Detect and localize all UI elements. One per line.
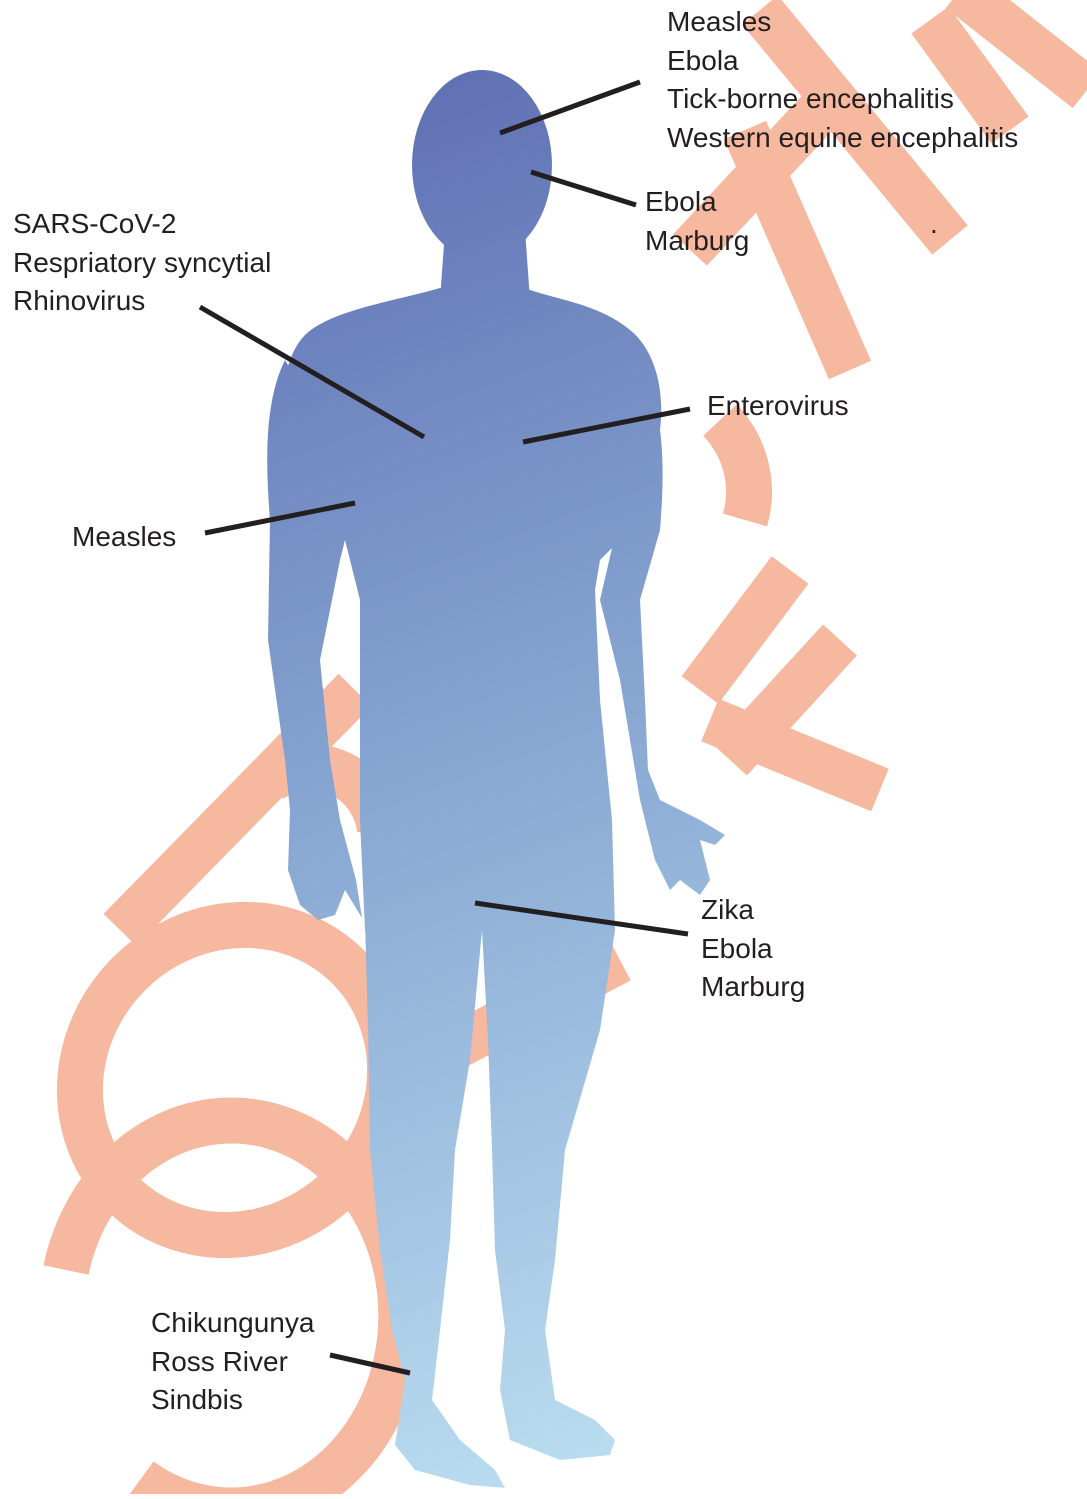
label-respiratory-line-2: Respriatory syncytial — [13, 244, 271, 283]
label-reproductive: Zika Ebola Marburg — [701, 891, 805, 1007]
label-head-top: Measles Ebola Tick-borne encephalitis We… — [667, 3, 1018, 157]
watermark-letter-o2 — [720, 420, 749, 520]
right-leg — [482, 930, 615, 1460]
label-head-eye-line-1: Ebola — [645, 183, 749, 222]
label-head-top-line-3: Tick-borne encephalitis — [667, 80, 1018, 119]
label-joints: Chikungunya Ross River Sindbis — [151, 1304, 314, 1420]
label-respiratory-line-3: Rhinovirus — [13, 282, 271, 321]
label-joints-line-3: Sindbis — [151, 1381, 314, 1420]
label-head-eye-line-2: Marburg — [645, 222, 749, 261]
label-head-eye: Ebola Marburg — [645, 183, 749, 260]
label-head-top-line-4: Western equine encephalitis — [667, 119, 1018, 158]
label-heart: Enterovirus — [707, 387, 849, 426]
label-joints-line-2: Ross River — [151, 1343, 314, 1382]
label-skin-line-1: Measles — [72, 518, 176, 557]
stray-mark: . — [930, 205, 938, 244]
label-head-top-line-2: Ebola — [667, 42, 1018, 81]
label-head-top-line-1: Measles — [667, 3, 1018, 42]
watermark-letter-f — [700, 570, 880, 790]
label-joints-line-1: Chikungunya — [151, 1304, 314, 1343]
label-reproductive-line-1: Zika — [701, 891, 805, 930]
label-reproductive-line-3: Marburg — [701, 968, 805, 1007]
label-reproductive-line-2: Ebola — [701, 930, 805, 969]
label-skin: Measles — [72, 518, 176, 557]
label-heart-line-1: Enterovirus — [707, 387, 849, 426]
label-respiratory-line-1: SARS-CoV-2 — [13, 205, 271, 244]
label-respiratory: SARS-CoV-2 Respriatory syncytial Rhinovi… — [13, 205, 271, 321]
